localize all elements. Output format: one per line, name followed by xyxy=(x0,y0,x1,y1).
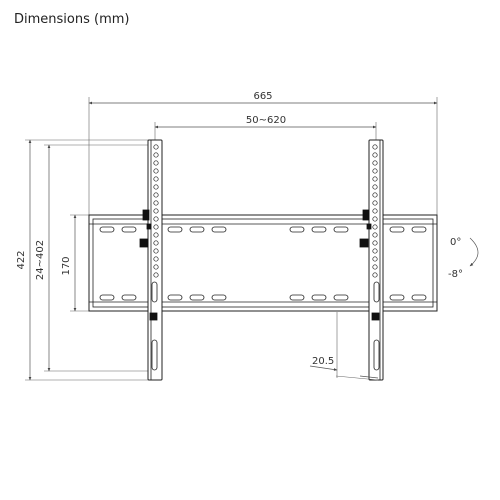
right-latch xyxy=(359,209,372,248)
left-arm-holes xyxy=(153,144,159,278)
tilt-upper-label: 0° xyxy=(450,237,461,248)
depth-label: 20.5 xyxy=(312,356,334,367)
arm-hole xyxy=(153,152,159,158)
arm-hole xyxy=(372,208,378,214)
arm-hole xyxy=(372,200,378,206)
arm-hole xyxy=(372,184,378,190)
arm-hole xyxy=(153,256,159,262)
vesa-dimension: 50~620 xyxy=(154,115,377,145)
arm-hole xyxy=(372,160,378,166)
arm-hole xyxy=(153,232,159,238)
left-bracket-arm xyxy=(147,139,163,381)
right-arm-holes xyxy=(372,144,378,278)
plate-height-label: 170 xyxy=(61,256,72,275)
arm-hole xyxy=(372,224,378,230)
arm-hole xyxy=(372,144,378,150)
diagram-title: Dimensions (mm) xyxy=(14,12,130,27)
overall-height-dimension: 422 xyxy=(16,139,150,381)
wall-plate xyxy=(88,214,438,312)
arm-hole xyxy=(153,192,159,198)
arm-hole xyxy=(153,264,159,270)
height-range-label: 24~402 xyxy=(35,240,46,280)
arm-hole xyxy=(153,176,159,182)
arm-hole xyxy=(372,264,378,270)
overall-height-label: 422 xyxy=(16,250,27,269)
arm-hole xyxy=(372,256,378,262)
arm-hole xyxy=(372,216,378,222)
plate-top-slots xyxy=(99,226,427,233)
arm-hole xyxy=(153,144,159,150)
right-bracket-arm xyxy=(368,139,384,381)
arm-hole xyxy=(372,248,378,254)
arm-hole xyxy=(153,200,159,206)
arm-hole xyxy=(153,224,159,230)
plate-height-dimension: 170 xyxy=(61,214,92,312)
arm-hole xyxy=(153,248,159,254)
arm-hole xyxy=(153,184,159,190)
arm-hole xyxy=(153,168,159,174)
plate-bottom-slots xyxy=(99,294,427,301)
arm-hole xyxy=(153,240,159,246)
arm-hole xyxy=(153,160,159,166)
left-latch xyxy=(139,209,152,248)
height-range-dimension: 24~402 xyxy=(35,144,150,372)
width-label: 665 xyxy=(253,91,272,102)
depth-dimension: 20.5 xyxy=(309,312,379,381)
arm-hole xyxy=(372,176,378,182)
arm-hole xyxy=(153,272,159,278)
arm-hole xyxy=(372,168,378,174)
arm-hole xyxy=(153,208,159,214)
arm-hole xyxy=(372,192,378,198)
tilt-lower-label: -8° xyxy=(448,269,463,280)
arm-hole xyxy=(372,232,378,238)
tilt-indicator: 0° -8° xyxy=(448,237,479,280)
width-dimension: 665 xyxy=(88,91,438,219)
arm-hole xyxy=(372,272,378,278)
arm-hole xyxy=(372,152,378,158)
arm-hole xyxy=(372,240,378,246)
vesa-label: 50~620 xyxy=(246,115,286,126)
arm-hole xyxy=(153,216,159,222)
